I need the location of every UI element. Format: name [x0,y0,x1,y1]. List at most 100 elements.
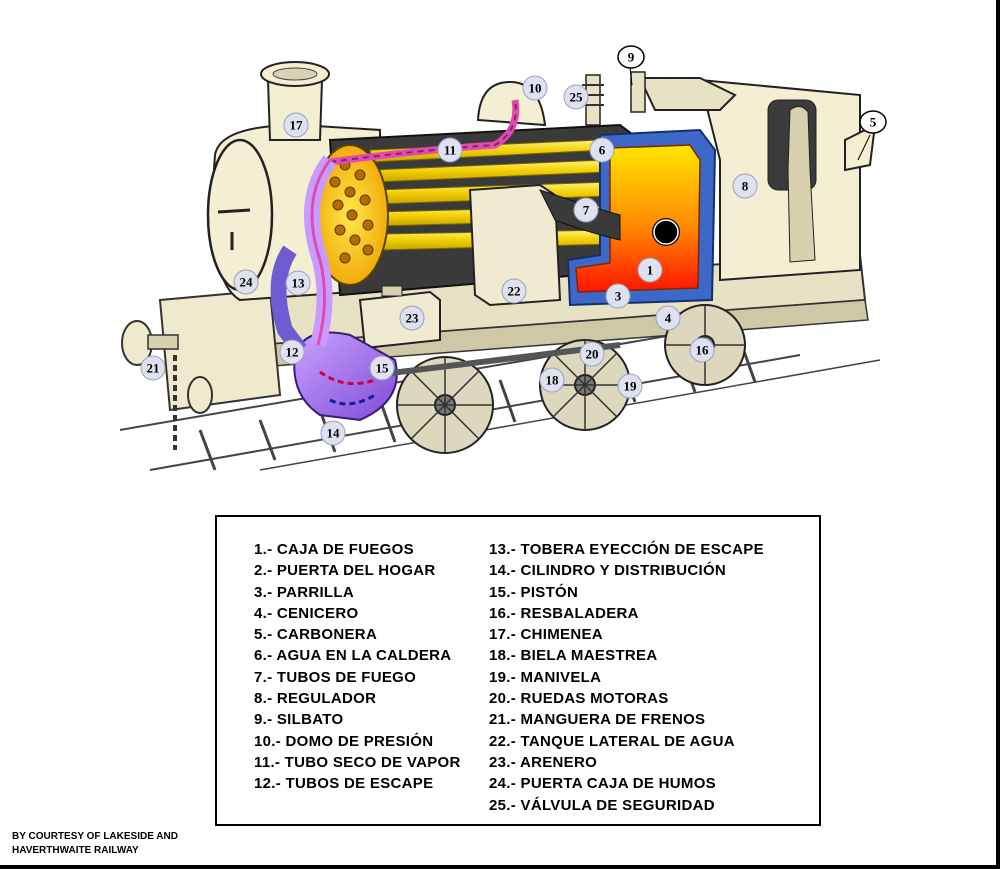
callout-25: 25 [563,84,589,110]
callout-marker [563,84,589,110]
legend-column-left: 1.- CAJA DE FUEGOS 2.- PUERTA DEL HOGAR … [254,539,461,795]
callout-2: 2 [653,219,679,245]
callout-23: 23 [399,305,425,331]
callout-label: 1 [647,263,654,278]
legend-item: 11.- TUBO SECO DE VAPOR [254,753,461,771]
callout-marker [617,373,643,399]
callout-marker [399,305,425,331]
legend-item: 12.- TUBOS DE ESCAPE [254,775,434,793]
callout-label: 21 [147,361,160,376]
callout-marker [617,45,645,69]
callout-11: 11 [437,137,463,163]
legend-item: 10.- DOMO DE PRESIÓN [254,732,434,750]
callout-marker [522,75,548,101]
legend-item: 25.- VÁLVULA DE SEGURIDAD [489,796,715,814]
callout-marker [283,112,309,138]
legend-item: 20.- RUEDAS MOTORAS [489,690,669,708]
callout-label: 20 [586,347,599,362]
callout-label: 17 [290,118,304,133]
callout-marker [369,355,395,381]
callout-marker [637,257,663,283]
callout-14: 14 [320,420,346,446]
callout-7: 7 [573,197,599,223]
legend: 1.- CAJA DE FUEGOS 2.- PUERTA DEL HOGAR … [215,515,821,826]
callout-label: 19 [624,379,638,394]
legend-item: 16.- RESBALADERA [489,604,639,622]
callout-marker [732,173,758,199]
callout-label: 24 [240,275,254,290]
callout-12: 12 [279,339,305,365]
callout-3: 3 [605,283,631,309]
legend-item: 4.- CENICERO [254,604,359,622]
locomotive-cutaway-diagram: 1234567891011121314151617181920212223242… [119,45,887,471]
callout-marker [539,367,565,393]
callout-marker [279,339,305,365]
callout-label: 14 [327,426,341,441]
callout-16: 16 [689,337,715,363]
callout-6: 6 [589,137,615,163]
callout-21: 21 [140,355,166,381]
whistle [630,71,646,113]
callout-label: 25 [570,90,584,105]
legend-item: 6.- AGUA EN LA CALDERA [254,647,452,665]
callout-label: 18 [546,373,560,388]
callout-marker [655,305,681,331]
callout-label: 6 [599,143,606,158]
legend-item: 9.- SILBATO [254,711,344,729]
legend-item: 8.- REGULADOR [254,690,377,708]
callout-label: 10 [529,81,542,96]
legend-item: 22.- TANQUE LATERAL DE AGUA [489,732,735,750]
legend-item: 14.- CILINDRO Y DISTRIBUCIÓN [489,562,727,580]
leader-lines [629,66,871,161]
callout-label: 2 [663,225,670,240]
callout-13: 13 [285,270,311,296]
legend-item: 7.- TUBOS DE FUEGO [254,668,417,686]
credit-line: BY COURTESY OF LAKESIDE AND [12,831,178,842]
callout-marker [605,283,631,309]
callout-1: 1 [637,257,663,283]
callout-label: 3 [615,289,622,304]
callout-label: 4 [665,311,672,326]
callout-label: 16 [696,343,710,358]
credit-line: HAVERTHWAITE RAILWAY [12,845,139,856]
callout-label: 7 [583,203,590,218]
callout-20: 20 [579,341,605,367]
legend-item: 23.- ARENERO [489,753,598,771]
callout-label: 23 [406,311,420,326]
callout-marker [573,197,599,223]
callout-24: 24 [233,269,259,295]
callout-marker [320,420,346,446]
legend-item: 5.- CARBONERA [254,626,378,644]
legend-item: 18.- BIELA MAESTREA [489,647,658,665]
callout-marker [233,269,259,295]
callout-19: 19 [617,373,643,399]
callout-4: 4 [655,305,681,331]
legend-item: 21.- MANGUERA DE FRENOS [489,711,706,729]
callout-marker [579,341,605,367]
callout-label: 5 [870,115,877,130]
callout-8: 8 [732,173,758,199]
callout-label: 22 [508,284,521,299]
callout-marker [140,355,166,381]
callout-10: 10 [522,75,548,101]
cab [638,77,877,282]
legend-item: 17.- CHIMENEA [489,626,603,644]
callout-label: 9 [628,50,635,65]
callout-label: 15 [376,361,390,376]
callout-15: 15 [369,355,395,381]
callout-17: 17 [283,112,309,138]
legend-item: 19.- MANIVELA [489,668,602,686]
callout-marker [285,270,311,296]
connecting-rod [374,342,621,378]
legend-item: 1.- CAJA DE FUEGOS [254,541,414,558]
buffer-beam [121,288,282,450]
legend-item: 13.- TOBERA EYECCIÓN DE ESCAPE [489,541,764,558]
callout-marker [437,137,463,163]
exhaust-pipe [270,155,337,355]
callout-5: 5 [859,110,887,134]
credit-text: BY COURTESY OF LAKESIDE AND HAVERTHWAITE… [12,830,178,858]
callout-9: 9 [617,45,645,69]
legend-item: 15.- PISTÓN [489,583,579,601]
